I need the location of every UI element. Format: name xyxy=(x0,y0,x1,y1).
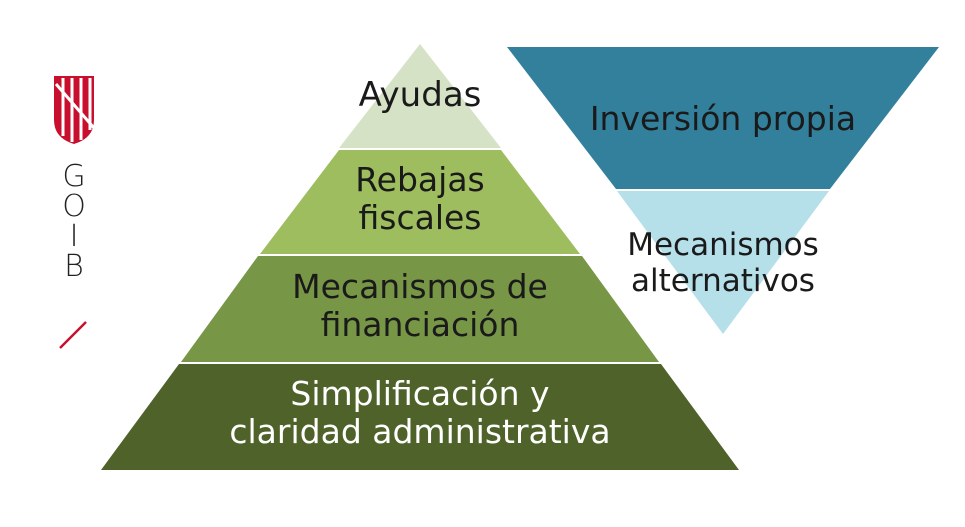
goib-slash-icon xyxy=(59,321,87,349)
logo-letter: G xyxy=(62,159,86,194)
logo-letter: I xyxy=(69,219,79,254)
goib-shield-icon xyxy=(54,76,96,144)
funnel-tier-inversion-propia xyxy=(507,47,939,189)
goib-logo xyxy=(54,76,96,349)
logo-letter: B xyxy=(64,249,84,284)
pyramid-tier-simplificacion xyxy=(101,364,739,470)
funnel-label-mecanismos-alternativos: Mecanismos alternativos xyxy=(627,227,819,299)
pyramid-tier-mecanismos-financiacion xyxy=(181,256,659,362)
pyramid-tier-rebajas-fiscales xyxy=(260,150,580,254)
pyramid-tier-ayudas xyxy=(339,44,501,148)
pyramid-label-rebajas-fiscales: Rebajas fiscales xyxy=(355,160,485,237)
logo-letter: O xyxy=(62,189,86,224)
pyramid-label-mecanismos-financiacion: Mecanismos de financiación xyxy=(292,267,548,344)
pyramid-label-simplificacion: Simplificación y claridad administrativa xyxy=(229,374,611,451)
funnel-label-inversion-propia: Inversión propia xyxy=(589,99,857,138)
funnel-tier-mecanismos-alternativos xyxy=(617,191,829,334)
pyramid-label-ayudas: Ayudas xyxy=(358,75,482,115)
goib-wordmark: G O I B xyxy=(54,162,94,282)
